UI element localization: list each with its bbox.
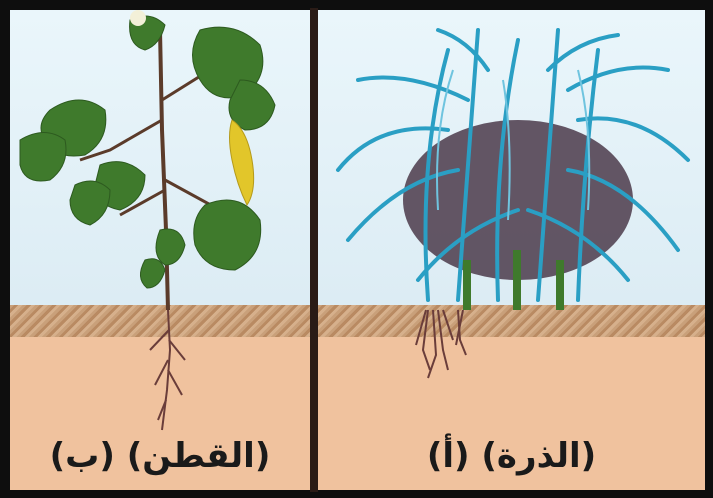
yellow-leaf <box>230 120 254 205</box>
cotton-leaf <box>140 259 165 288</box>
cotton-boll <box>130 10 146 26</box>
cotton-leaf <box>194 200 261 270</box>
cotton-taproot <box>150 310 185 430</box>
cotton-plant-illustration <box>10 10 310 490</box>
corn-caption: (الذرة) (أ) <box>318 436 705 476</box>
cotton-caption: (القطن) (ب) <box>10 436 310 476</box>
cotton-leaf <box>156 229 185 265</box>
cotton-panel: (القطن) (ب) <box>10 10 310 490</box>
corn-plant-illustration <box>318 10 705 490</box>
corn-panel: (الذرة) (أ) <box>318 10 705 490</box>
panel-divider <box>310 8 318 492</box>
cotton-leaf <box>20 133 66 182</box>
corn-fibrous-roots <box>416 310 466 378</box>
corn-stalk <box>463 260 471 310</box>
corn-stalk <box>556 260 564 310</box>
corn-stalk <box>513 250 521 310</box>
cotton-leaf <box>70 181 110 225</box>
